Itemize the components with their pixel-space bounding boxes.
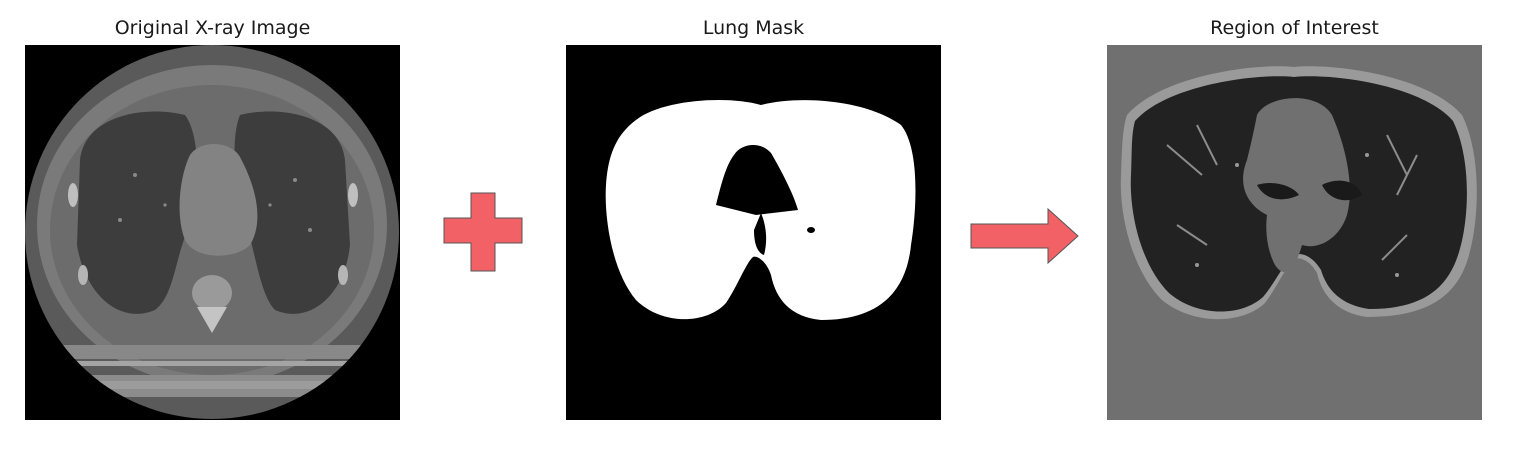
lung-mask-image <box>566 45 941 420</box>
lung-mask-title: Lung Mask <box>702 17 805 39</box>
region-of-interest-title: Region of Interest <box>1210 17 1379 39</box>
original-image-title: Original X-ray Image <box>114 17 311 39</box>
region-of-interest-image <box>1107 45 1482 420</box>
plus-icon <box>443 192 523 276</box>
arrow-right-icon <box>970 207 1080 268</box>
original-xray-image <box>25 45 400 420</box>
